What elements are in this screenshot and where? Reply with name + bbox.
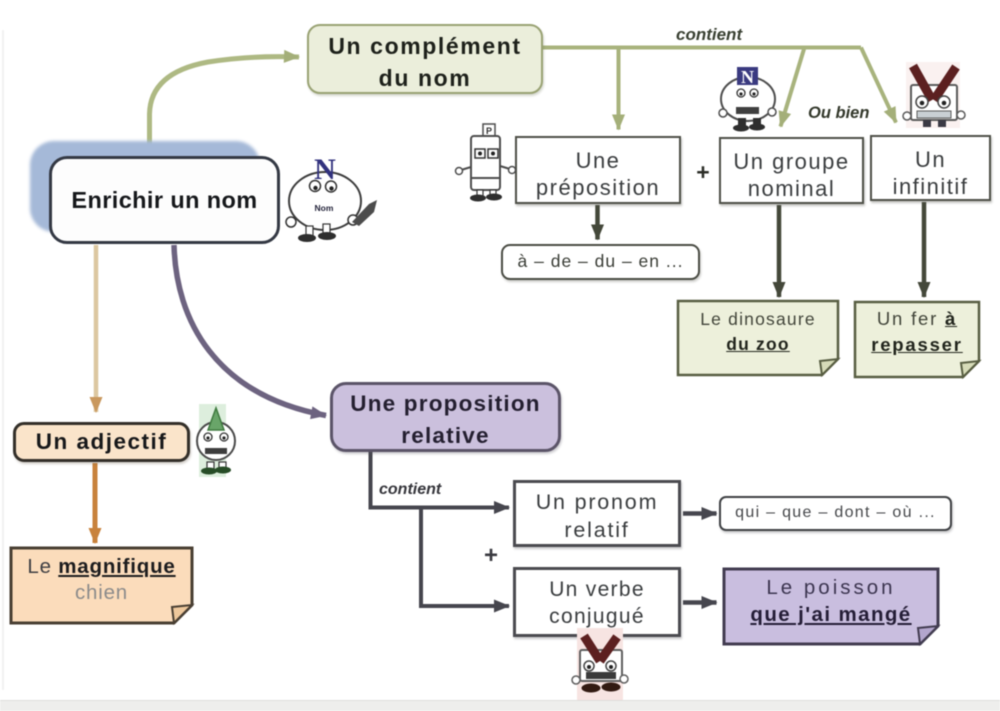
svg-text:P: P xyxy=(486,126,492,136)
svg-text:N: N xyxy=(314,153,336,186)
svg-text:N: N xyxy=(741,67,754,87)
svg-text:Nom: Nom xyxy=(315,203,334,213)
